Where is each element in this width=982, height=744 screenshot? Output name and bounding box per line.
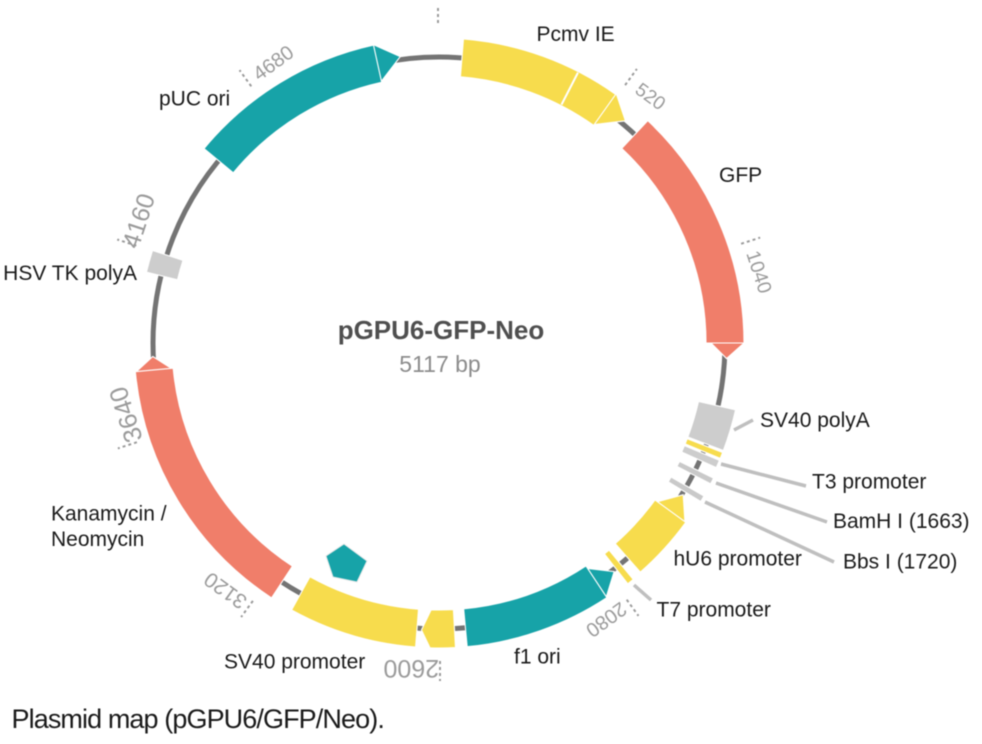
svg-text:hU6 promoter: hU6 promoter [674,548,802,571]
svg-text:520: 520 [631,79,669,115]
svg-text:Kanamycin /: Kanamycin / [51,503,167,526]
svg-text:1040: 1040 [741,248,775,296]
svg-text:GFP: GFP [719,164,762,187]
svg-text:BamH I (1663): BamH I (1663) [833,510,970,533]
svg-text:pUC ori: pUC ori [159,88,230,111]
svg-text:SV40 promoter: SV40 promoter [224,651,365,674]
svg-text:4160: 4160 [117,190,161,252]
svg-text:Pcmv IE: Pcmv IE [537,23,615,46]
svg-text:Plasmid map (pGPU6/GFP/Neo).: Plasmid map (pGPU6/GFP/Neo). [12,704,384,734]
svg-text:pGPU6-GFP-Neo: pGPU6-GFP-Neo [338,315,545,345]
svg-text:5117 bp: 5117 bp [399,351,480,377]
svg-text:T7 promoter: T7 promoter [657,599,771,622]
svg-text:f1 ori: f1 ori [514,646,561,669]
svg-text:Bbs I (1720): Bbs I (1720) [843,551,957,574]
svg-text:Neomycin: Neomycin [51,528,144,551]
svg-text:HSV TK polyA: HSV TK polyA [3,262,137,285]
svg-text:T3 promoter: T3 promoter [812,471,926,494]
svg-text:SV40 polyA: SV40 polyA [760,409,870,432]
svg-text:2600: 2600 [383,654,439,682]
